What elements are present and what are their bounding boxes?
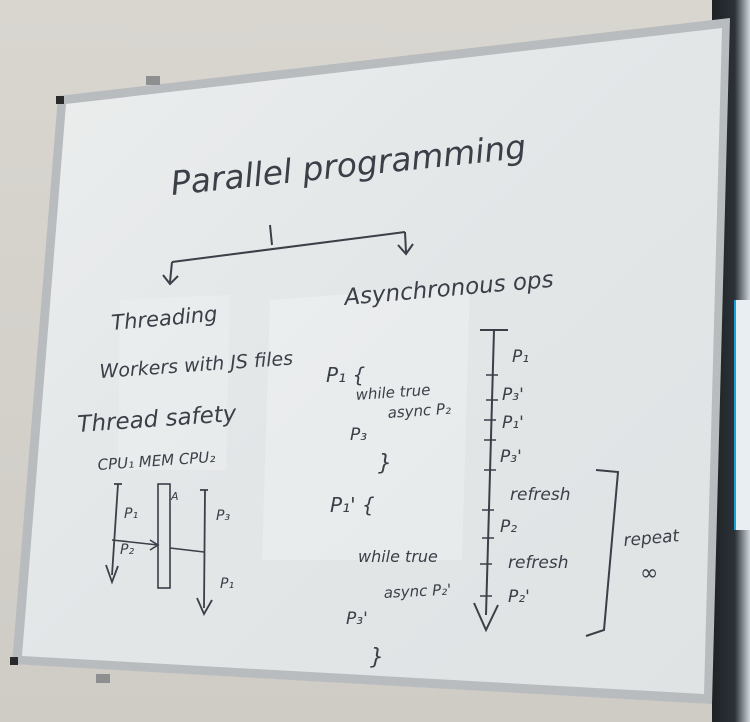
code-p1-open: P₁ {	[326, 363, 365, 387]
cpu2-timeline	[196, 489, 213, 617]
timeline-item: P₁	[512, 347, 529, 367]
repeat-bracket	[585, 469, 620, 637]
code-async-1: async P₂	[387, 400, 452, 422]
frame-clip	[146, 76, 160, 85]
code-while-1: while true	[355, 381, 431, 404]
code-while-2: while true	[358, 547, 438, 566]
code-close-1: }	[378, 451, 392, 476]
timeline-item: P₃'	[500, 447, 522, 467]
timeline-ticks	[480, 374, 498, 597]
frame-corner	[10, 657, 18, 665]
frame-corner	[56, 96, 64, 104]
diagram-label-p1b: P₁	[220, 576, 234, 592]
diagram-label-p1: P₁	[124, 506, 138, 522]
timeline-item: refresh	[510, 485, 571, 505]
code-p3prime: P₃'	[346, 609, 368, 629]
window-reflection	[262, 285, 470, 560]
diagram-label-mem-a: A	[170, 490, 179, 503]
frame-clip	[96, 674, 110, 683]
timeline-item: P₂'	[508, 587, 530, 607]
diagram-label-p2: P₂	[120, 542, 134, 558]
code-p3: P₃	[350, 425, 367, 445]
branch-arrow	[162, 224, 414, 286]
timeline-item: P₃'	[502, 385, 524, 405]
infinity-symbol: ∞	[640, 561, 658, 586]
code-async-2: async P₂'	[383, 580, 451, 602]
code-close-2: }	[370, 645, 384, 670]
diagram-label-p3: P₃	[216, 508, 230, 524]
timeline-item: P₂	[500, 517, 517, 537]
cpu1-timeline	[105, 483, 122, 585]
memory-arrows	[111, 539, 205, 553]
window-reflection	[118, 295, 230, 470]
repeat-label: repeat	[623, 526, 682, 551]
memory-bar	[157, 483, 171, 589]
timeline-item: refresh	[508, 553, 569, 573]
adjacent-screen-edge	[734, 300, 750, 530]
code-p1prime-open: P₁' {	[330, 493, 375, 517]
whiteboard-surface	[22, 28, 722, 694]
timeline-item: P₁'	[502, 413, 524, 433]
timeline-axis	[473, 329, 508, 633]
